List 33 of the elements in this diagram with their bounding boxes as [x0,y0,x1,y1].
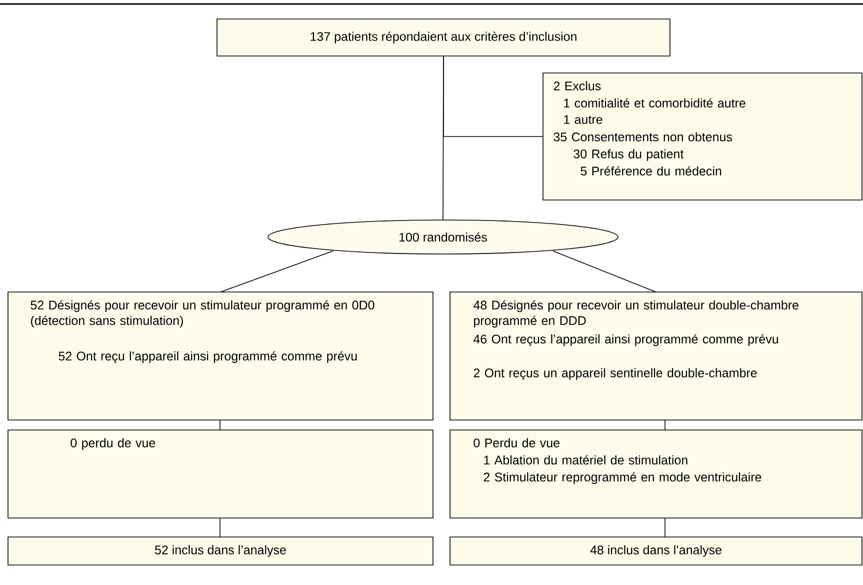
box-text: 1 Ablation du matériel de stimulation [484,455,688,465]
connector-line [664,420,666,430]
box-text: 52 inclus dans l’analyse [155,545,286,557]
box-text: 1 comitialité et comorbidité autre [564,98,746,108]
box-text: 35 Consentements non obtenus [554,132,732,142]
box-text: 2 Exclus [554,81,601,90]
box-text: 1 autre [564,115,602,124]
box-text: 2 Ont reçus un appareil sentinelle double-chambre [474,368,757,380]
box-text: 52 Désignés pour recevoir un stimulateur programmé en 0D0 (détection sans stimulation) [30,300,374,328]
box-text: 46 Ont reçus l’appareil ainsi programmé comme prévu [473,334,778,346]
randomisation-ellipse [268,220,618,254]
box-text: 100 randomisés [400,232,487,242]
box-text: 0 perdu de vue [70,438,156,450]
connector-line [664,518,666,538]
box-text: 5 Préférence du médecin [580,166,722,176]
box-text: 0 Perdu de vue [474,438,560,448]
flow-box [450,430,862,518]
box-text: 30 Refus du patient [574,149,684,161]
box-text: 137 patients répondaient aux critères d’inclusion [310,32,576,44]
connector-line [220,250,334,292]
box-text: 48 inclus dans l’analyse [590,545,722,557]
connector-line [443,56,543,137]
flow-box [8,536,434,566]
box-text: 52 Ont reçu l’appareil ainsi programmé comme prévu [58,351,357,364]
flow-box [8,292,434,420]
connector-line [552,250,656,292]
flow-box [450,536,862,566]
flow-box [450,292,862,420]
flow-box [542,72,862,200]
flow-box [216,18,670,56]
box-text: 2 Stimulateur reprogrammé en mode ventriculaire [484,472,762,484]
flow-box [8,430,434,518]
box-text: 48 Désignés pour recevoir un stimulateur double-chambre programmé en DDD [473,300,798,328]
